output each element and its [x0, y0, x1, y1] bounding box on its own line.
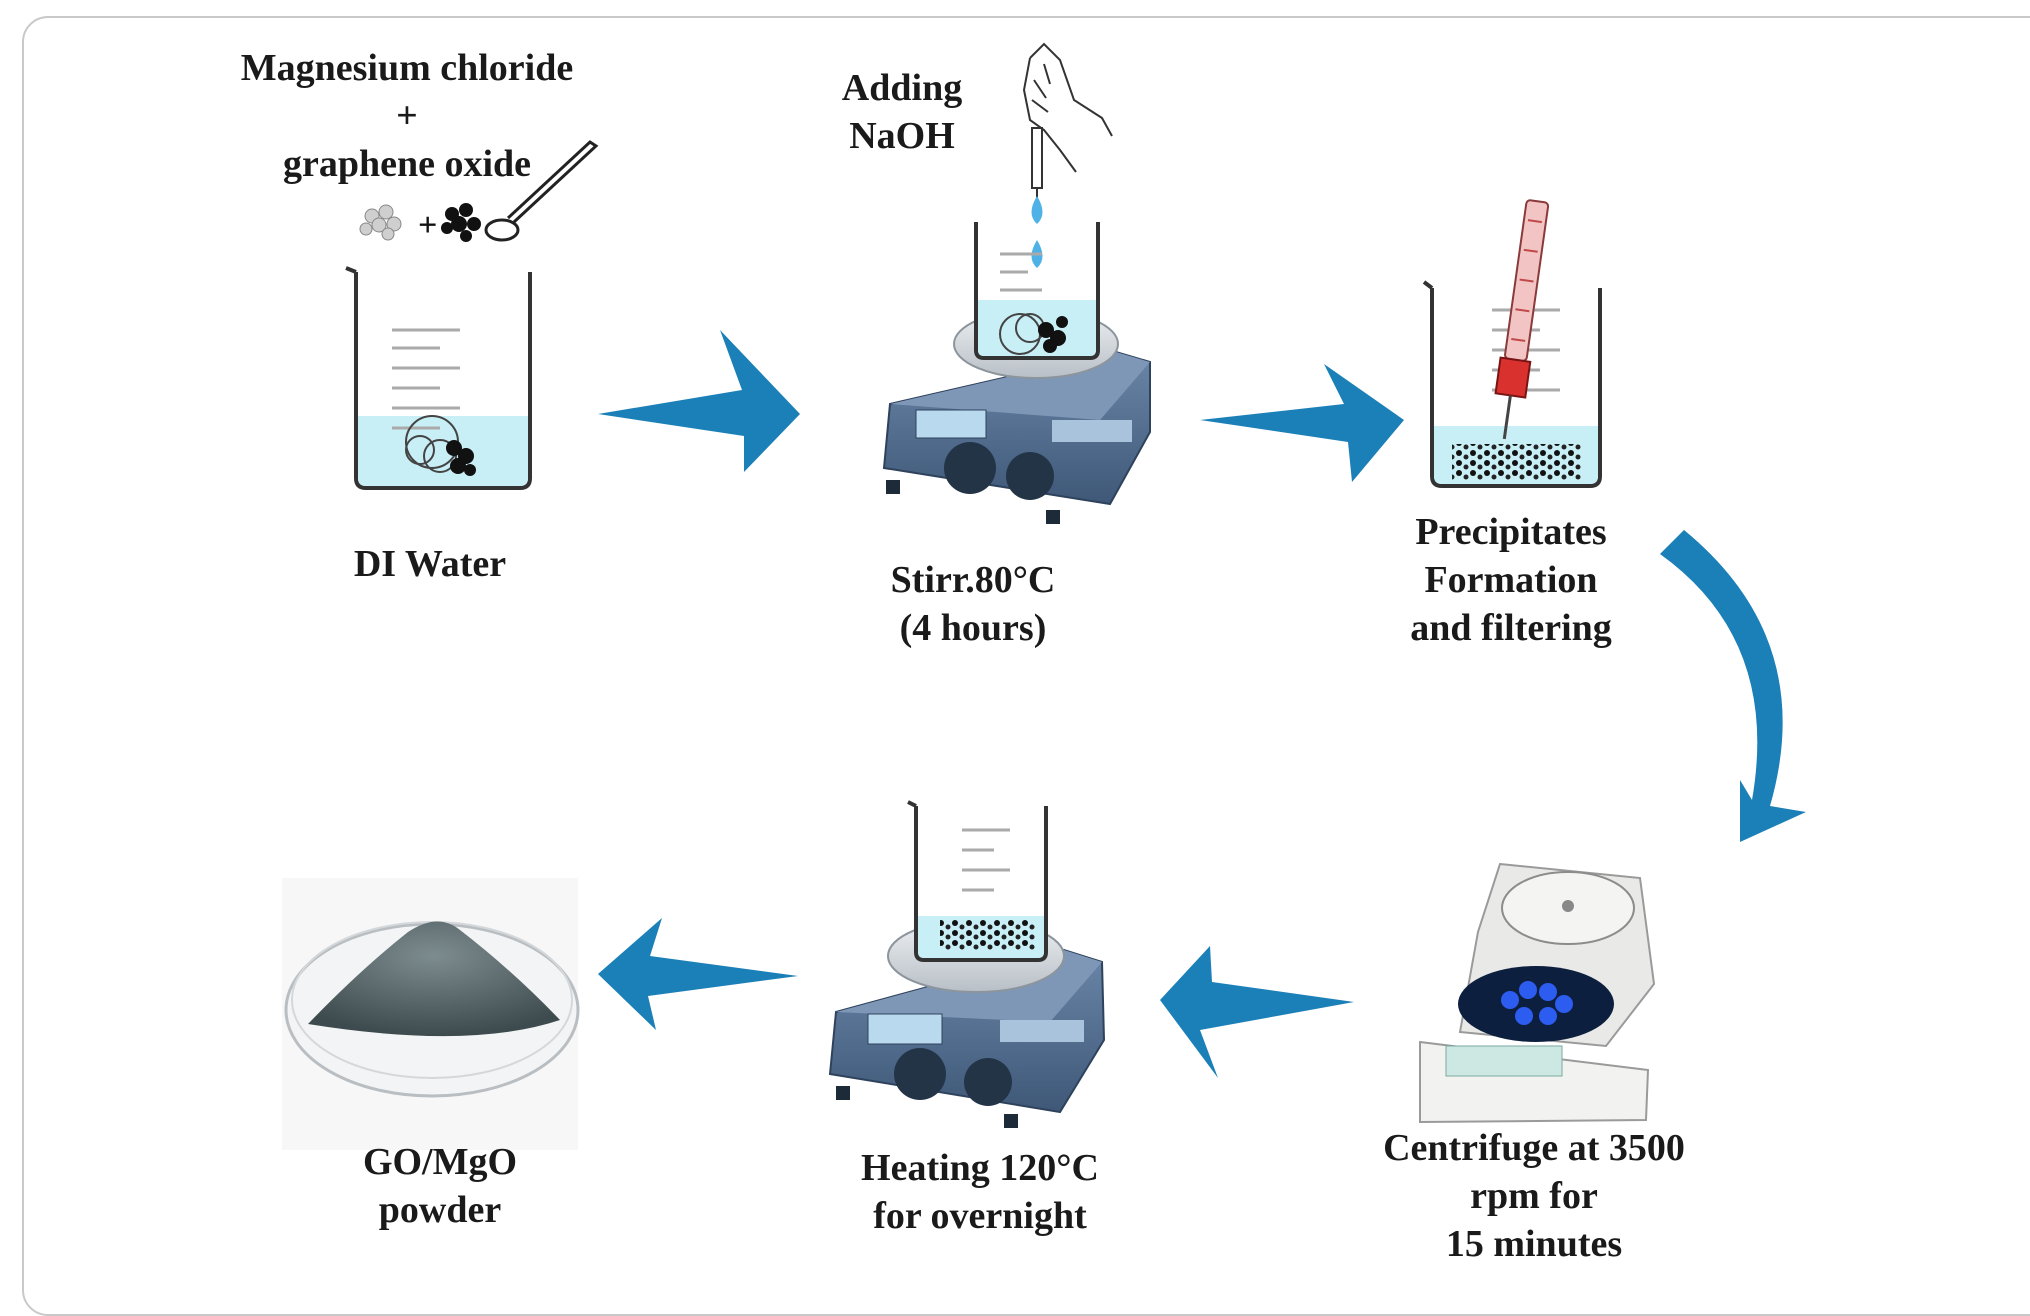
precipitates-label: Precipitates Formation and filtering — [1396, 508, 1626, 652]
beaker-icon — [345, 266, 532, 490]
spoon-icon — [484, 140, 599, 242]
stir-line-2: (4 hours) — [899, 607, 1047, 649]
centrifuge-label: Centrifuge at 3500 rpm for 15 minutes — [1364, 1124, 1704, 1268]
stir-label: Stirr.80°C (4 hours) — [868, 556, 1078, 652]
product-line-1: GO/MgO — [362, 1141, 518, 1183]
reagents-line-3: graphene oxide — [282, 143, 532, 185]
heating-line-2: for overnight — [873, 1195, 1087, 1237]
product-line-2: powder — [378, 1189, 502, 1231]
reagents-line-1: Magnesium chloride — [240, 47, 574, 89]
centrifuge-line-1: Centrifuge at 3500 — [1383, 1127, 1685, 1169]
centrifuge-line-2: rpm for — [1470, 1175, 1598, 1217]
process-flow-diagram: + — [282, 42, 1806, 1150]
flow-arrow-icon — [598, 330, 800, 472]
beaker-icon — [1422, 280, 1602, 488]
centrifuge-line-3: 15 minutes — [1445, 1223, 1623, 1265]
pipette-icon — [1031, 127, 1043, 268]
reagents-label: Magnesium chloride + graphene oxide — [232, 44, 582, 188]
precipitates-line-2: Formation — [1424, 559, 1598, 601]
hand-icon — [1022, 42, 1113, 173]
flow-arrow-icon — [1160, 946, 1354, 1078]
reagents-line-2: + — [396, 95, 418, 137]
stir-line-1: Stirr.80°C — [890, 559, 1056, 601]
beaker-icon — [907, 800, 1048, 962]
beaker-icon — [974, 222, 1100, 360]
reagent-grains-icon: + — [359, 203, 481, 244]
di-water-line-1: DI Water — [353, 543, 507, 585]
precipitates-line-1: Precipitates — [1415, 511, 1607, 553]
adding-line-1: Adding — [841, 67, 963, 109]
precipitates-line-3: and filtering — [1410, 607, 1612, 649]
petri-dish-icon — [282, 878, 580, 1150]
di-water-label: DI Water — [330, 540, 530, 588]
heating-line-1: Heating 120°C — [861, 1147, 1099, 1189]
heating-label: Heating 120°C for overnight — [830, 1144, 1130, 1240]
flow-arrow-icon — [1200, 364, 1404, 482]
flow-arrow-icon — [598, 918, 798, 1030]
centrifuge-icon — [1419, 862, 1656, 1124]
adding-line-2: NaOH — [849, 115, 955, 157]
flow-arrow-icon — [1660, 530, 1806, 842]
filter-tube-icon — [1494, 199, 1550, 440]
product-label: GO/MgO powder — [340, 1138, 540, 1234]
svg-text:+: + — [418, 207, 437, 244]
adding-naoh-label: Adding NaOH — [832, 64, 972, 160]
